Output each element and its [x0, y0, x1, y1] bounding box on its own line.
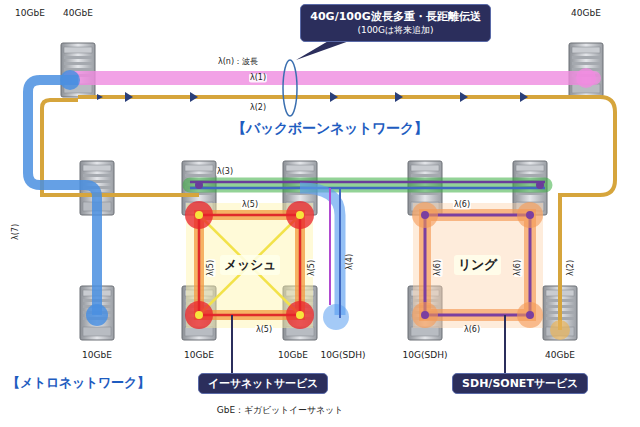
port-label: 40GbE — [62, 9, 94, 19]
device — [569, 43, 603, 97]
wavelength-label: λ(6) — [463, 326, 481, 335]
wavelength-label: λ(5) — [308, 259, 317, 277]
service-box: SDH/SONETサービス — [452, 373, 588, 394]
port-label: 40GbE — [570, 9, 602, 19]
leader-connector — [504, 315, 506, 373]
wavelength-label: λ(5) — [241, 201, 259, 210]
wavelength-label: λ(n)：波長 — [217, 58, 259, 67]
wavelength-label: λ(3) — [216, 168, 234, 177]
device — [61, 43, 95, 97]
node-text: メッシュ — [220, 255, 280, 275]
service-box: イーサネットサービス — [198, 373, 328, 394]
note: GbE：ギガビットイーサネット — [216, 406, 344, 416]
port-label: 10GbE — [81, 351, 113, 361]
callout-box: 40G/100G波長多重・長距離伝送(100Gは将来追加) — [300, 4, 491, 42]
wavelength-label: λ(6) — [453, 201, 471, 210]
port-label: 10G(SDH) — [320, 351, 367, 361]
ring-area: リング — [425, 215, 530, 315]
node-text: 40G/100G波長多重・長距離伝送 — [301, 9, 490, 24]
leader-connector — [231, 315, 233, 373]
network-label: 【バックボーンネットワーク】 — [231, 121, 429, 136]
node-text: (100Gは将来追加) — [301, 24, 490, 37]
wavelength-label: λ(5) — [255, 326, 273, 335]
port-label: 10GbE — [277, 351, 309, 361]
network-label: 【メトロネットワーク】 — [6, 376, 151, 390]
wavelength-label: λ(1) — [249, 74, 267, 83]
wavelength-label: λ(5) — [207, 259, 216, 277]
port-label: 10GbE — [183, 351, 215, 361]
wavelength-label: λ(2) — [567, 259, 576, 277]
port-label: 10GbE — [14, 9, 46, 19]
wavelength-label: λ(2) — [249, 104, 267, 113]
port-label: 10G(SDH) — [402, 351, 449, 361]
node-text: リング — [454, 255, 501, 275]
mesh-area: メッシュ — [199, 215, 300, 315]
wavelength-label: λ(6) — [514, 259, 523, 277]
wavelength-label: λ(6) — [434, 259, 443, 277]
wavelength-label: λ(4) — [346, 253, 355, 271]
wavelength-label: λ(7) — [12, 223, 21, 241]
node-text: SDH/SONETサービス — [453, 376, 587, 391]
port-label: 40GbE — [544, 351, 576, 361]
node-text: イーサネットサービス — [199, 376, 327, 391]
